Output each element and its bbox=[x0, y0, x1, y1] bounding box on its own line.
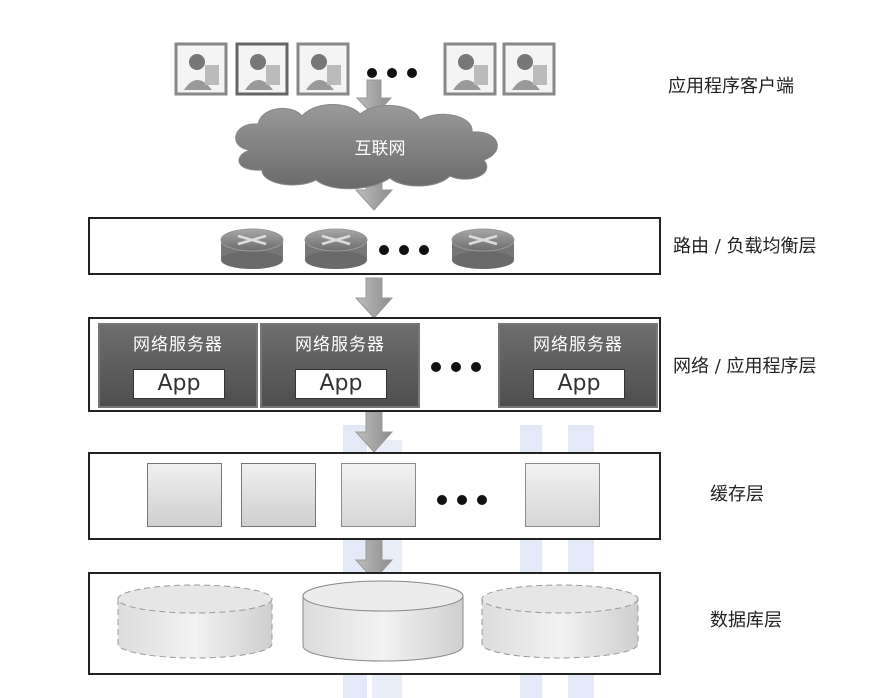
cache-node bbox=[241, 463, 316, 527]
app-label: App bbox=[533, 369, 625, 399]
client-icon bbox=[174, 42, 228, 96]
client-icon bbox=[296, 42, 350, 96]
client-icon bbox=[443, 42, 497, 96]
internet-label: 互联网 bbox=[354, 139, 406, 159]
client-ellipsis bbox=[362, 63, 422, 82]
web-server-title: 网络服务器 bbox=[133, 335, 223, 355]
label-cache-layer: 缓存层 bbox=[710, 484, 764, 505]
label-web-app-layer: 网络 / 应用程序层 bbox=[673, 356, 817, 377]
router-icon bbox=[451, 228, 515, 269]
router-icon bbox=[220, 228, 284, 269]
arrow-down-icon bbox=[354, 539, 394, 581]
server-ellipsis bbox=[426, 357, 486, 376]
database-icon bbox=[302, 580, 464, 662]
web-server: 网络服务器 App bbox=[98, 323, 258, 408]
cache-node bbox=[341, 463, 416, 527]
client-icon bbox=[502, 42, 556, 96]
client-icon bbox=[235, 42, 289, 96]
router-icon bbox=[304, 228, 368, 269]
web-server-title: 网络服务器 bbox=[295, 335, 385, 355]
web-server: 网络服务器 App bbox=[498, 323, 658, 408]
label-clients: 应用程序客户端 bbox=[668, 76, 794, 97]
router-ellipsis bbox=[374, 240, 434, 259]
cache-node bbox=[525, 463, 600, 527]
app-label: App bbox=[295, 369, 387, 399]
database-icon bbox=[117, 584, 273, 659]
web-server-title: 网络服务器 bbox=[533, 335, 623, 355]
database-icon bbox=[481, 584, 639, 659]
web-server: 网络服务器 App bbox=[260, 323, 420, 408]
cache-node bbox=[147, 463, 222, 527]
label-routing-layer: 路由 / 负载均衡层 bbox=[673, 236, 817, 257]
arrow-down-icon bbox=[354, 277, 394, 319]
app-label: App bbox=[133, 369, 225, 399]
routing-layer-box bbox=[88, 217, 661, 275]
arrow-down-icon bbox=[354, 411, 394, 453]
cache-ellipsis bbox=[432, 490, 492, 509]
label-database-layer: 数据库层 bbox=[710, 610, 782, 631]
